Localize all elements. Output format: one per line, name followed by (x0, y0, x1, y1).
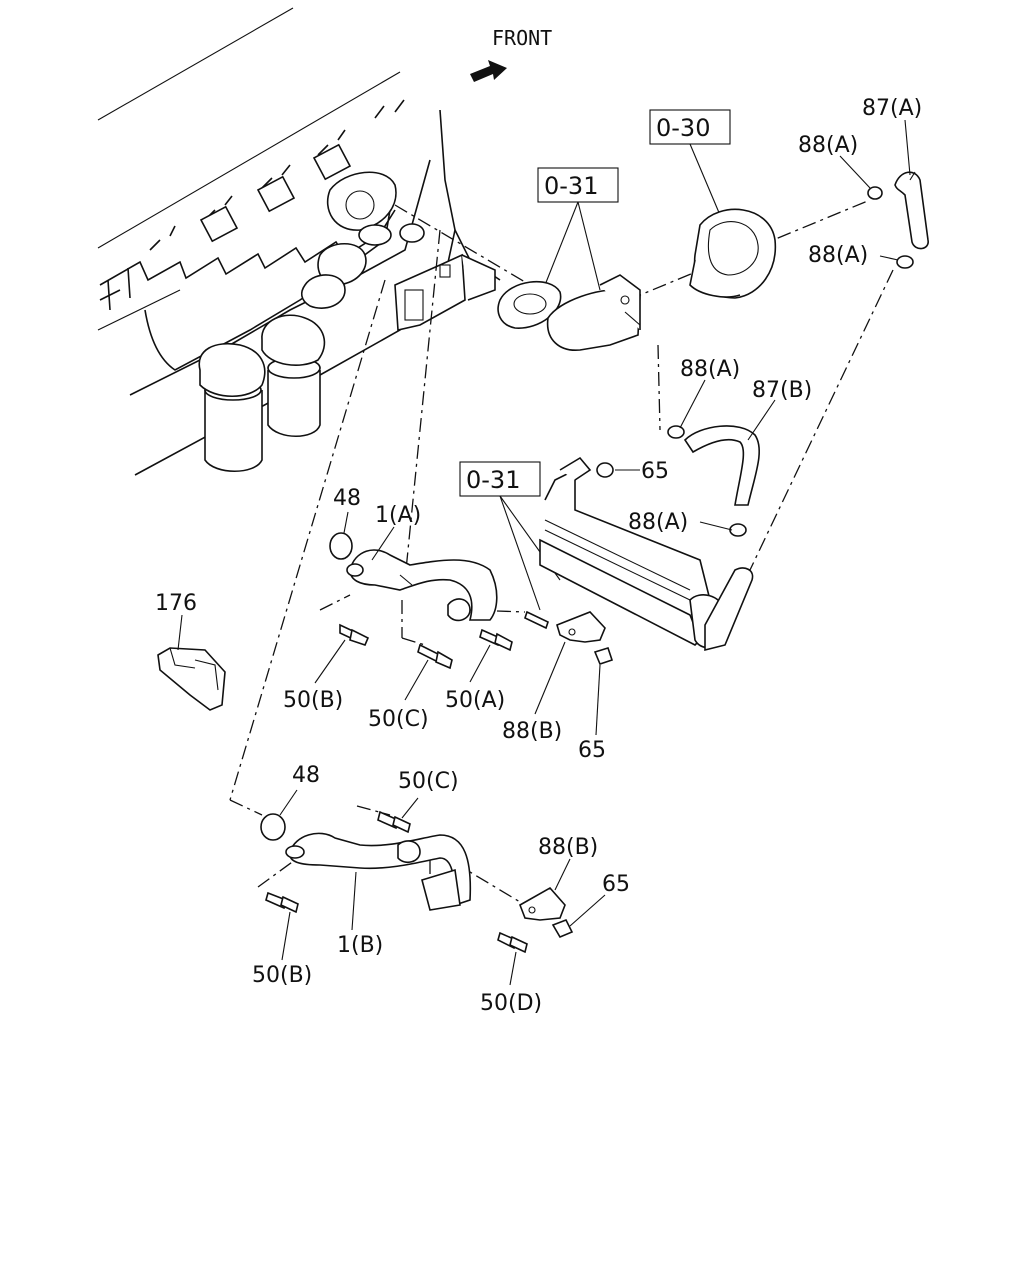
clamp-88a-right (896, 255, 914, 269)
bolt-50a (479, 628, 513, 652)
gasket-flange-upper (497, 274, 641, 351)
callout-50d: 50(D) (480, 991, 542, 1016)
callout-87a: 87(A) (862, 96, 922, 121)
clamp-88a-lower (729, 523, 747, 537)
nut-65-mid (593, 647, 614, 665)
callout-88a-right: 88(A) (808, 243, 868, 268)
housing-part (689, 208, 777, 299)
ref-box-0-31-upper: 0-31 (537, 167, 619, 291)
pipe-1b (285, 832, 472, 911)
callout-65-bottom: 65 (602, 872, 630, 897)
clip-88b-top (556, 611, 606, 643)
svg-text:0-31: 0-31 (544, 172, 598, 200)
callout-88a-top: 88(A) (798, 133, 858, 158)
callout-50b-top: 50(B) (283, 688, 343, 713)
o-ring-48-bottom (260, 813, 286, 841)
pipe-1a (346, 549, 498, 622)
oil-cooler (539, 456, 754, 652)
assembly-lines (229, 199, 894, 906)
engine-block (97, 7, 501, 476)
bracket-176 (157, 647, 226, 711)
leader-lines (177, 119, 911, 986)
callout-48-bottom: 48 (292, 763, 320, 788)
ref-box-0-30: 0-30 (649, 109, 731, 216)
callout-88a-mid: 88(A) (680, 357, 740, 382)
callout-88b-bottom: 88(B) (538, 835, 598, 860)
clamp-88a-mid (667, 425, 685, 439)
callout-65-mid: 65 (578, 738, 606, 763)
clamp-88a-top (867, 186, 883, 200)
callout-1a: 1(A) (375, 503, 421, 528)
o-ring-48-top (329, 532, 353, 560)
bolt-50c-top (417, 643, 453, 670)
bolt-50b-top (339, 623, 370, 646)
bolt-50c-bottom (377, 810, 411, 834)
hose-87a (894, 171, 929, 250)
callout-176: 176 (155, 591, 197, 616)
svg-text:0-31: 0-31 (466, 466, 520, 494)
bolt-50d (497, 931, 528, 954)
callout-65-top: 65 (641, 459, 669, 484)
nut-65-bottom (551, 918, 574, 939)
callout-50b-bottom: 50(B) (252, 963, 312, 988)
clip-88b-bottom (519, 886, 566, 921)
nut-65-top (596, 462, 614, 478)
front-arrow-icon (470, 60, 507, 82)
callout-88a-lower: 88(A) (628, 510, 688, 535)
callout-48-top: 48 (333, 486, 361, 511)
hose-87b (683, 425, 760, 506)
stud-top (524, 610, 549, 630)
callout-88b-top: 88(B) (502, 719, 562, 744)
callout-50a: 50(A) (445, 688, 505, 713)
bolt-50b-bottom (265, 891, 299, 914)
front-label: FRONT (492, 26, 552, 50)
callout-87b: 87(B) (752, 378, 812, 403)
svg-text:0-30: 0-30 (656, 114, 710, 142)
callout-50c-bottom: 50(C) (398, 769, 459, 794)
callout-50c-top: 50(C) (368, 707, 429, 732)
callout-1b: 1(B) (337, 933, 383, 958)
